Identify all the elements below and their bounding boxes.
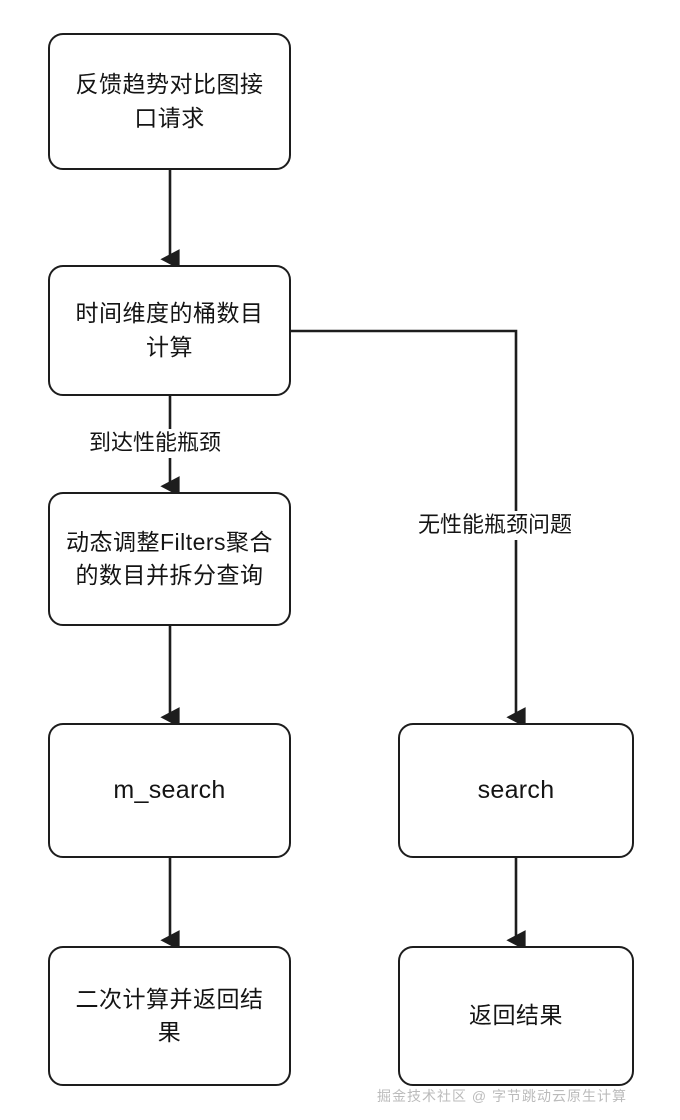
node-msearch-label: m_search — [113, 776, 226, 805]
node-return-result[interactable]: 返回结果 — [398, 946, 634, 1086]
node-dynamic-filters-label: 动态调整Filters聚合的数目并拆分查询 — [65, 528, 274, 588]
node-bucket-calculation-label: 时间维度的桶数目计算 — [75, 300, 264, 360]
node-request-label: 反馈趋势对比图接口请求 — [75, 71, 264, 131]
edge-label-no-bottleneck: 无性能瓶颈问题 — [415, 511, 576, 540]
node-return-result-label: 返回结果 — [469, 1002, 563, 1029]
node-search[interactable]: search — [398, 723, 634, 858]
node-recalculate-return[interactable]: 二次计算并返回结果 — [48, 946, 291, 1086]
node-recalculate-return-label: 二次计算并返回结果 — [75, 985, 264, 1045]
node-bucket-calculation[interactable]: 时间维度的桶数目计算 — [48, 265, 291, 396]
watermark: 掘金技术社区 @ 字节跳动云原生计算 — [377, 1088, 627, 1104]
node-dynamic-filters[interactable]: 动态调整Filters聚合的数目并拆分查询 — [48, 492, 291, 626]
edge-label-reached-bottleneck: 到达性能瓶颈 — [86, 429, 225, 458]
node-request[interactable]: 反馈趋势对比图接口请求 — [48, 33, 291, 170]
node-msearch[interactable]: m_search — [48, 723, 291, 858]
node-search-label: search — [477, 776, 555, 805]
